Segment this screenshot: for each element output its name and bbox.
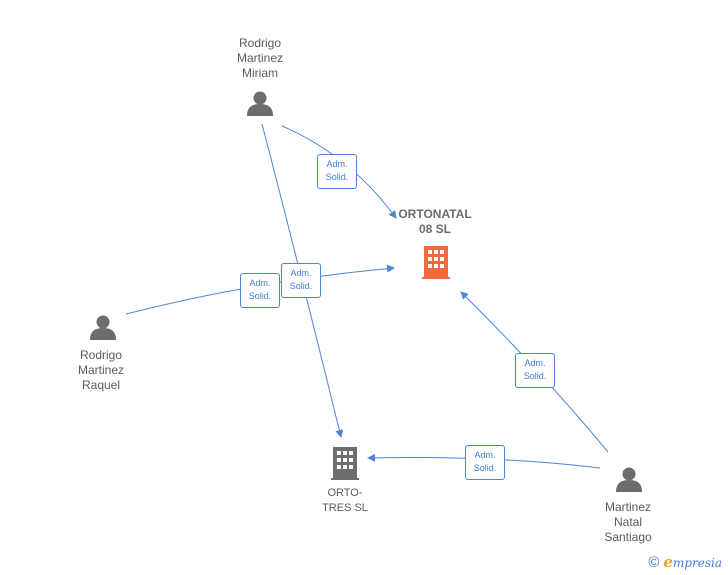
edge-label-e5[interactable]: Adm. Solid.	[465, 445, 505, 480]
edge-label-line: Solid.	[473, 463, 497, 473]
brand-initial: e	[663, 553, 673, 571]
edge-label-e2[interactable]: Adm. Solid.	[240, 273, 280, 308]
person-icon-raquel[interactable]	[90, 315, 116, 341]
label-line: Santiago	[604, 530, 652, 544]
label-line: Rodrigo	[238, 36, 282, 50]
label-line: TRES SL	[322, 502, 368, 514]
brand-rest: mpresia	[672, 556, 722, 570]
label-line: Rodrigo	[79, 348, 123, 362]
label-line: Natal	[613, 515, 642, 529]
edge-label-line: Adm.	[524, 358, 546, 368]
label-line: Martinez	[236, 51, 283, 65]
edge-label-line: Adm.	[326, 159, 348, 169]
copyright-symbol: ©	[648, 554, 660, 571]
label-line: ORTO-	[327, 487, 363, 499]
node-label-ortotres: ORTO- TRES SL	[310, 486, 380, 516]
edge-label-line: Adm.	[474, 450, 496, 460]
building-icon-ortonatal[interactable]	[422, 246, 450, 279]
edge-label-e1[interactable]: Adm. Solid.	[317, 154, 357, 189]
person-icon-santiago[interactable]	[616, 467, 642, 493]
node-label-santiago: Martinez Natal Santiago	[593, 500, 663, 545]
brand-logo: empresia	[663, 553, 722, 571]
label-line: ORTONATAL	[398, 207, 472, 221]
label-line: Martinez	[77, 363, 124, 377]
node-label-ortonatal: ORTONATAL 08 SL	[390, 207, 480, 237]
label-line: Miriam	[242, 66, 278, 80]
edge-label-line: Solid.	[325, 172, 349, 182]
edge-label-e4[interactable]: Adm. Solid.	[515, 353, 555, 388]
label-line: 08 SL	[418, 222, 451, 236]
label-line: Raquel	[81, 378, 121, 392]
edge-label-line: Solid.	[248, 291, 272, 301]
building-icon-ortotres[interactable]	[331, 447, 359, 480]
edge-label-line: Adm.	[290, 268, 312, 278]
node-label-miriam: Rodrigo Martinez Miriam	[225, 36, 295, 81]
node-label-raquel: Rodrigo Martinez Raquel	[66, 348, 136, 393]
label-line: Martinez	[604, 500, 651, 514]
edge-label-line: Solid.	[523, 371, 547, 381]
edge-label-line: Adm.	[249, 278, 271, 288]
footer-brand: ©empresia	[648, 553, 722, 571]
edge-label-e3[interactable]: Adm. Solid.	[281, 263, 321, 298]
person-icon-miriam[interactable]	[247, 91, 273, 117]
edge-label-line: Solid.	[289, 281, 313, 291]
